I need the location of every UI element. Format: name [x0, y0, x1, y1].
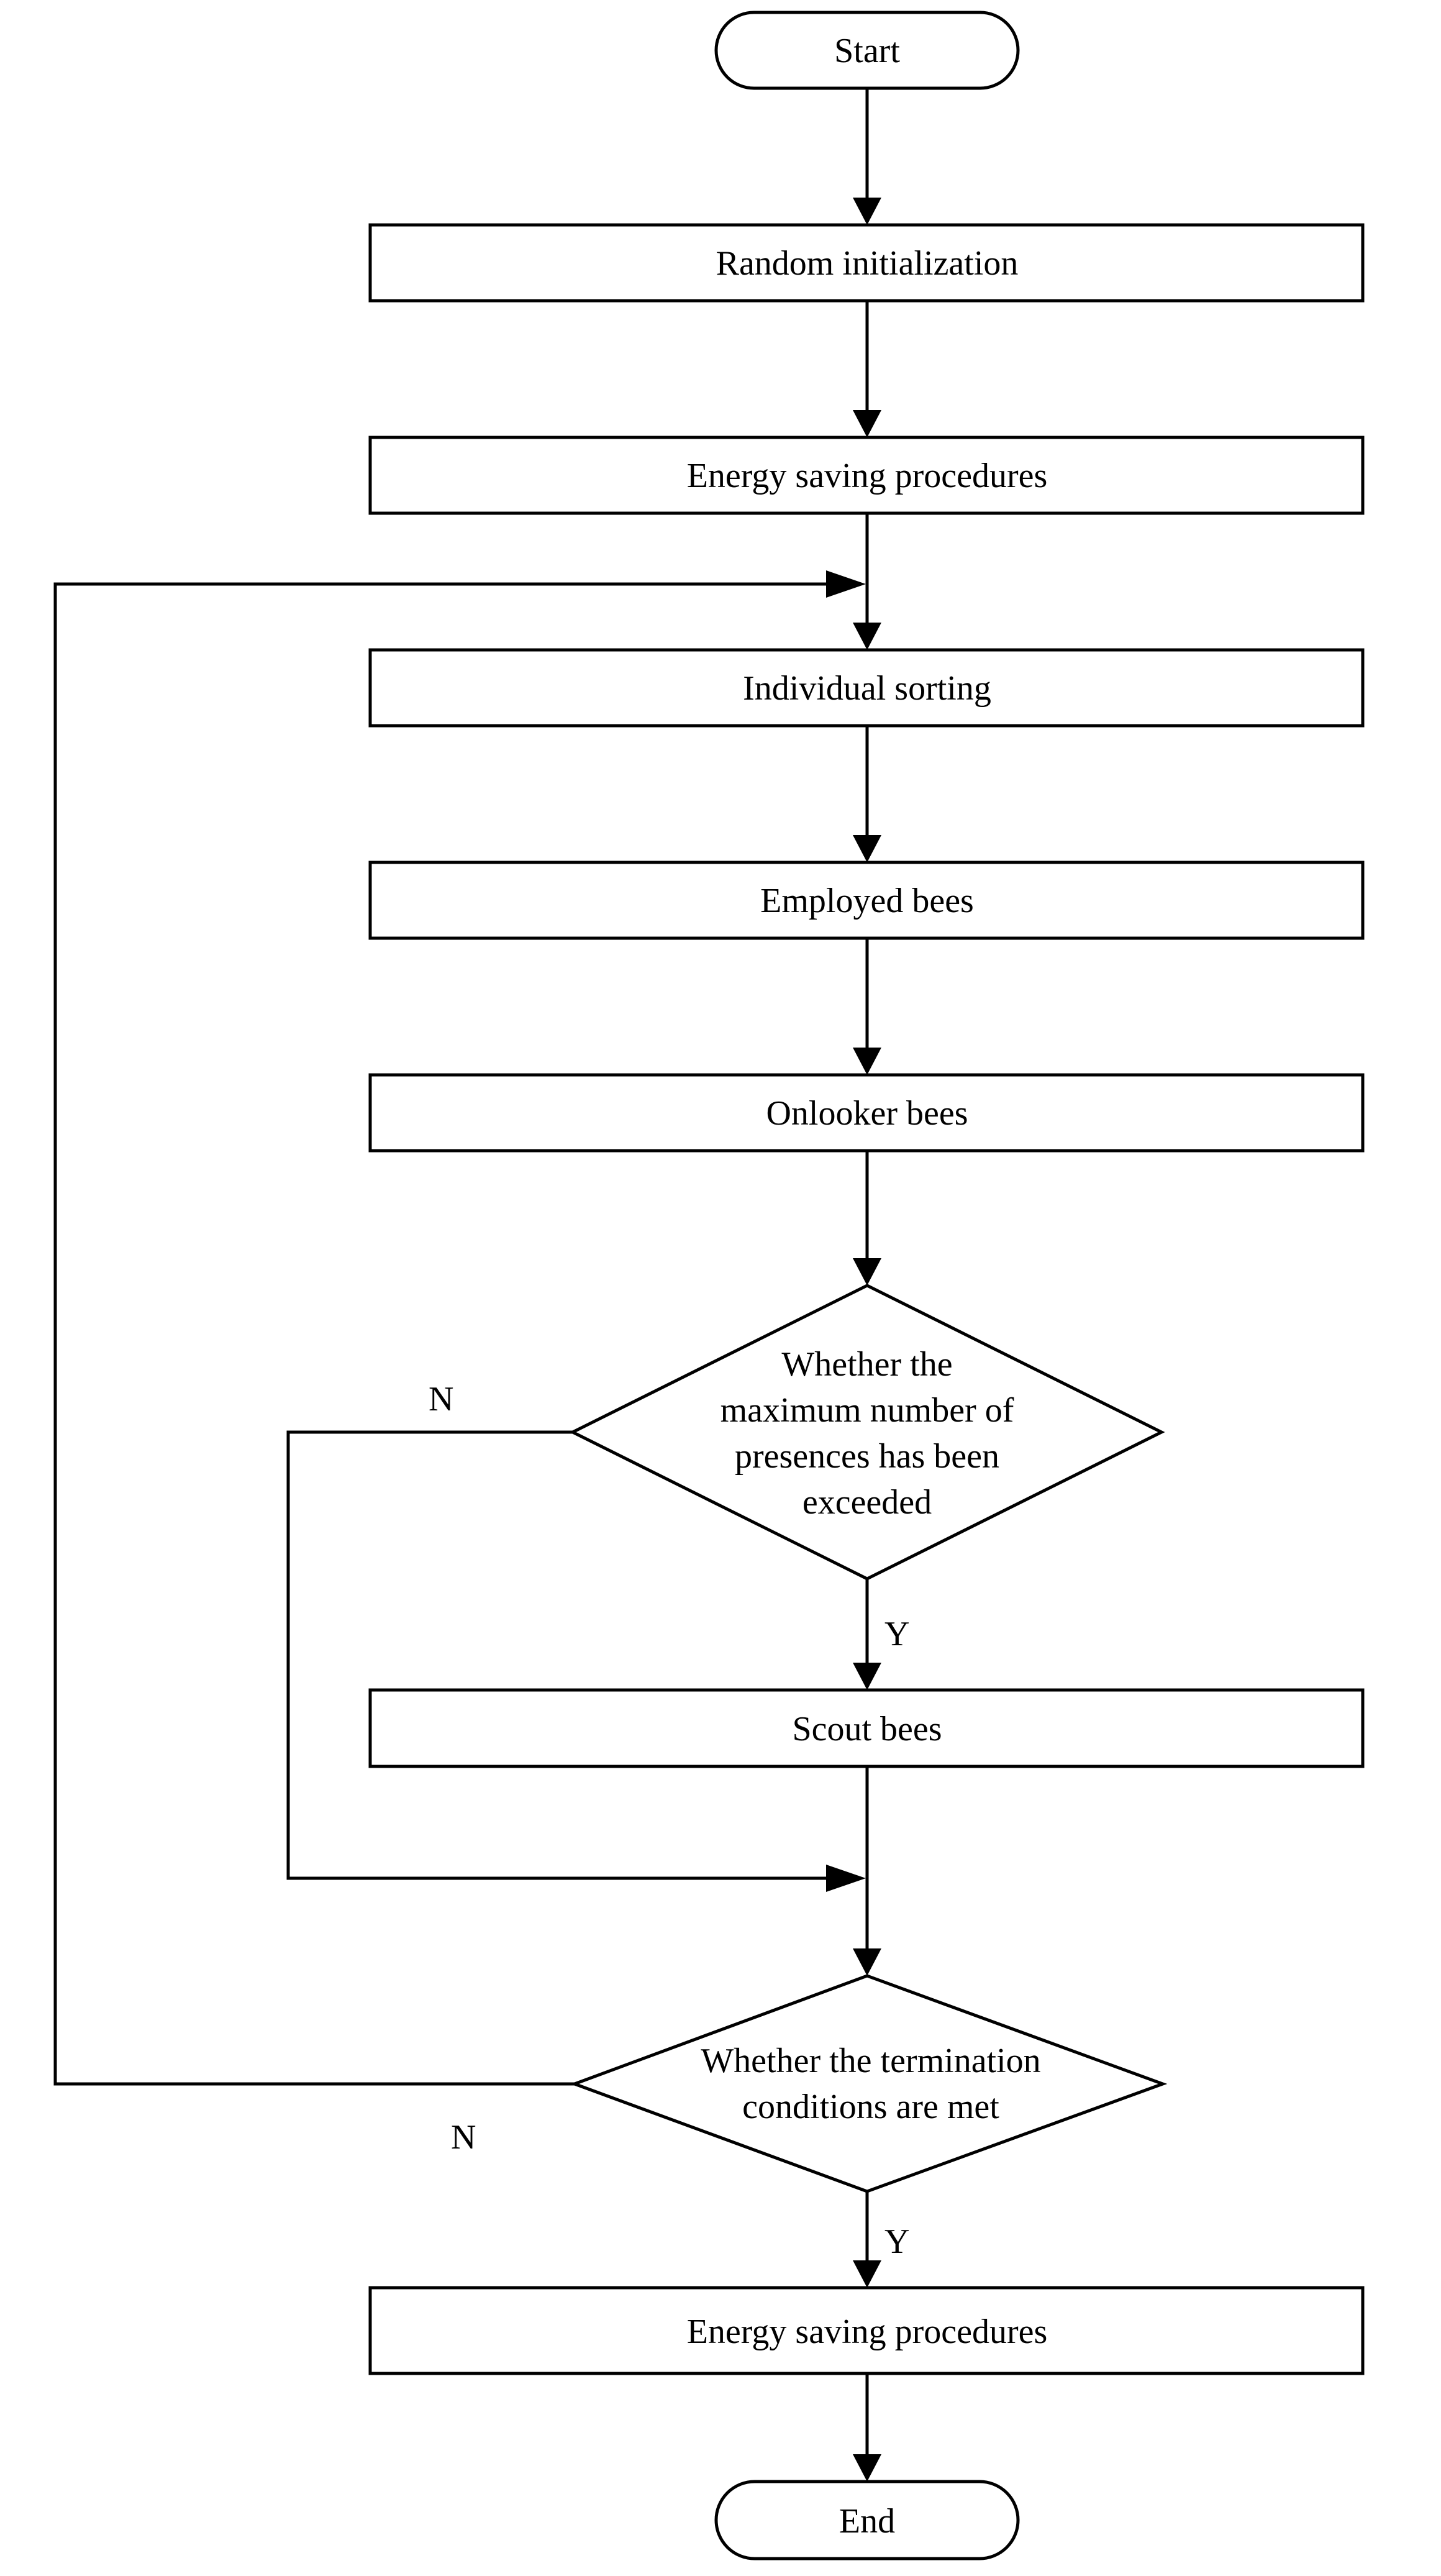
label-termination-yes: Y [884, 2222, 909, 2261]
employed-bees-box [368, 861, 1365, 940]
individual-sorting-label: Individual sorting [743, 669, 991, 708]
edge-decision-termination-no [53, 582, 839, 2086]
decision-presences-line-1: Whether the [781, 1345, 952, 1384]
arrow-random-init-to-energy-1 [853, 410, 881, 437]
label-presences-yes: Y [884, 1615, 909, 1653]
node-random-init: Random initialization [368, 223, 1365, 303]
arrow-decision-termination-no [826, 570, 866, 598]
arrow-sorting-to-employed [853, 835, 881, 862]
decision-termination-line-2: conditions are met [742, 2088, 999, 2126]
end-label: End [839, 2502, 895, 2541]
arrow-decision-presences-no [826, 1865, 866, 1892]
label-termination-no: N [451, 2118, 476, 2157]
scout-bees-label: Scout bees [792, 1710, 942, 1748]
node-energy-saving-1: Energy saving procedures [368, 436, 1365, 515]
edges [53, 88, 881, 2482]
arrow-decision-presences-yes [853, 1663, 881, 1690]
random-init-box [368, 223, 1365, 303]
individual-sorting-box [368, 648, 1365, 728]
energy-saving-1-box [368, 436, 1365, 515]
edge-labels: N Y N Y [429, 1380, 909, 2261]
node-scout-bees: Scout bees [368, 1688, 1365, 1768]
node-decision-presences: Whether the maximum number of presences … [569, 1284, 1165, 1581]
decision-presences-diamond [569, 1284, 1165, 1581]
node-decision-termination: Whether the termination conditions are m… [570, 1974, 1168, 2193]
edge-decision-presences-no [286, 1430, 839, 1880]
arrow-onlooker-to-decision-presences [853, 1258, 881, 1286]
arrow-employed-to-onlooker [853, 1048, 881, 1075]
start-label: Start [834, 32, 900, 70]
arrow-energy-1-to-sorting [853, 623, 881, 650]
random-init-label: Random initialization [716, 244, 1019, 283]
arrow-decision-termination-yes [853, 2260, 881, 2288]
energy-saving-2-label: Energy saving procedures [687, 2313, 1048, 2351]
energy-saving-2-box [368, 2286, 1365, 2375]
onlooker-bees-box [368, 1073, 1365, 1153]
node-onlooker-bees: Onlooker bees [368, 1073, 1365, 1153]
node-energy-saving-2: Energy saving procedures [368, 2286, 1365, 2375]
decision-termination-diamond [570, 1974, 1168, 2193]
employed-bees-label: Employed bees [760, 882, 974, 920]
decision-presences-line-2: maximum number of [720, 1391, 1014, 1430]
node-individual-sorting: Individual sorting [368, 648, 1365, 728]
decision-presences-line-3: presences has been [735, 1437, 999, 1476]
onlooker-bees-label: Onlooker bees [766, 1094, 968, 1133]
decision-presences-line-4: exceeded [802, 1483, 932, 1522]
end-terminator [714, 2480, 1020, 2560]
energy-saving-1-label: Energy saving procedures [687, 457, 1048, 495]
decision-termination-line-1: Whether the termination [701, 2042, 1040, 2080]
arrow-start-to-random-init [853, 198, 881, 225]
node-employed-bees: Employed bees [368, 861, 1365, 940]
node-end: End [714, 2480, 1020, 2560]
scout-bees-box [368, 1688, 1365, 1768]
arrow-scout-to-decision-termination [853, 1948, 881, 1976]
arrow-energy-2-to-end [853, 2454, 881, 2482]
start-terminator [714, 11, 1020, 90]
label-presences-no: N [429, 1380, 453, 1418]
node-start: Start [714, 11, 1020, 90]
